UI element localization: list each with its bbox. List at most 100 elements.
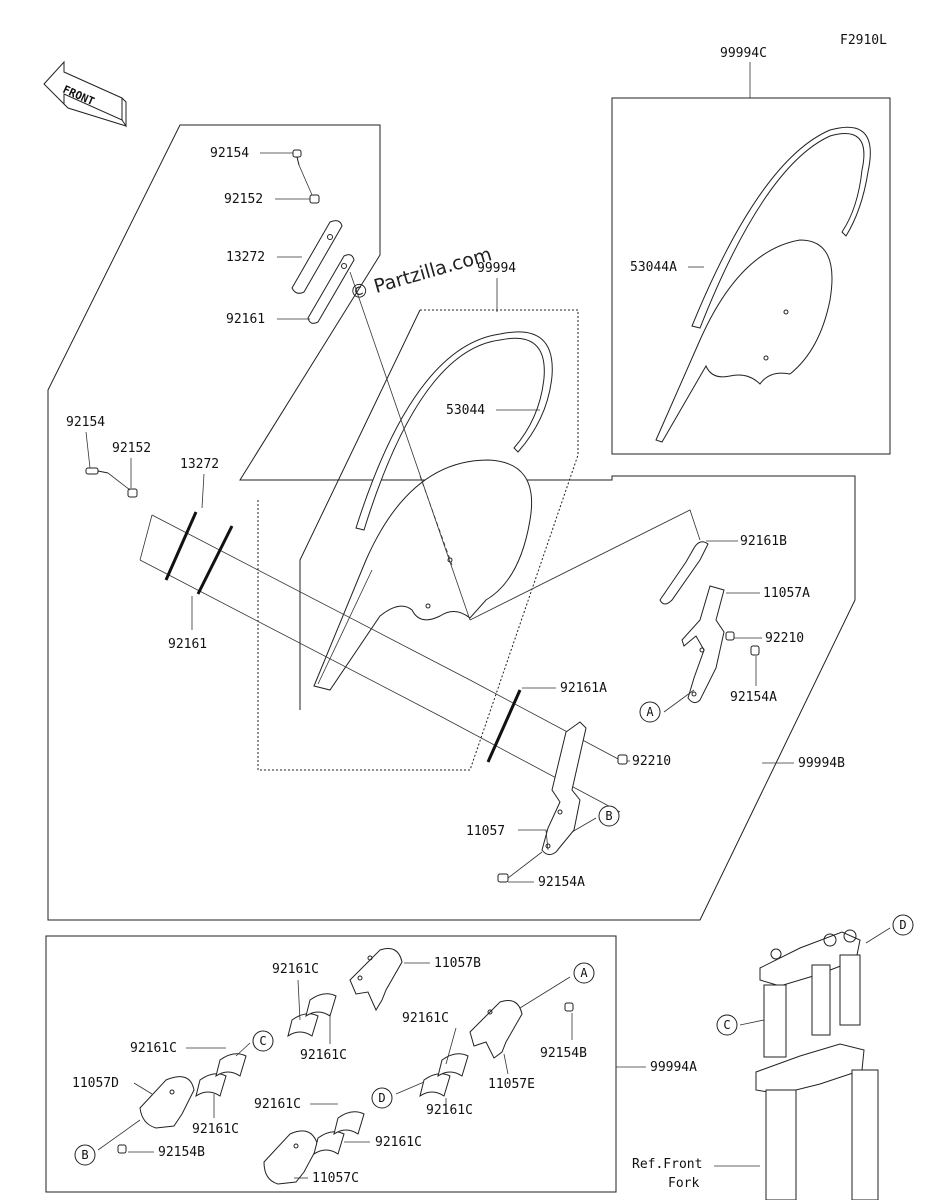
windshield-screen bbox=[313, 459, 533, 691]
front-arrow-icon: FRONT bbox=[43, 60, 127, 128]
part-callout: 92161C bbox=[426, 1103, 473, 1118]
bubble-circle bbox=[74, 1144, 96, 1166]
washer-92161-top bbox=[307, 254, 355, 324]
bubble-letter: D bbox=[378, 1091, 385, 1105]
bolt-92154-left bbox=[85, 467, 109, 475]
bubble-circle bbox=[598, 805, 620, 827]
part-callout: 53044A bbox=[630, 260, 677, 275]
bolts-92154b bbox=[117, 1002, 574, 1154]
part-callout: 92161C bbox=[402, 1011, 449, 1026]
part-callout: 53044 bbox=[446, 403, 485, 418]
svg-text:© Partzilla.com: © Partzilla.com bbox=[347, 243, 494, 305]
rubber-strips-92161c bbox=[195, 993, 469, 1156]
part-callout: 11057E bbox=[488, 1077, 535, 1092]
part-callout: 11057C bbox=[312, 1171, 359, 1186]
bubble-circle bbox=[639, 701, 661, 723]
part-callout: 92161A bbox=[560, 681, 607, 696]
ref-label-line2: Fork bbox=[668, 1176, 699, 1191]
part-callout: 13272 bbox=[226, 250, 265, 265]
bubble-letter: C bbox=[259, 1034, 266, 1048]
bolt-92154-top bbox=[292, 149, 302, 166]
part-callout: 13272 bbox=[180, 457, 219, 472]
kit-outline-99994c bbox=[611, 62, 891, 455]
part-callout: 92152 bbox=[224, 192, 263, 207]
clamp-cover-11057c bbox=[263, 1130, 319, 1185]
part-callout: 92154A bbox=[730, 690, 777, 705]
clamp-cover-11057b bbox=[349, 948, 403, 1012]
trim-53044a bbox=[691, 126, 871, 329]
washer-92161-left bbox=[196, 525, 234, 595]
bubble-circle bbox=[716, 1014, 738, 1036]
part-callout: 92154 bbox=[66, 415, 105, 430]
part-callout: 92210 bbox=[632, 754, 671, 769]
part-callout: 99994C bbox=[720, 46, 767, 61]
leader-lines bbox=[85, 152, 794, 1179]
bracket-11057a bbox=[681, 585, 725, 704]
bolt-92154a-lower bbox=[497, 873, 509, 883]
reference-bubble: D bbox=[371, 1087, 393, 1109]
part-callout: 92161B bbox=[740, 534, 787, 549]
nut-92210-lower bbox=[617, 754, 628, 765]
clamp-cover-11057d bbox=[139, 1076, 195, 1129]
bubble-letter: A bbox=[580, 966, 588, 980]
bracket-11057 bbox=[541, 721, 587, 856]
washer-92161a bbox=[486, 689, 522, 763]
reference-bubble: B bbox=[74, 1144, 96, 1166]
part-callout: 92161C bbox=[300, 1048, 347, 1063]
bubble-letter: A bbox=[646, 705, 654, 719]
part-callout: 99994A bbox=[650, 1060, 697, 1075]
part-callout: 92161C bbox=[375, 1135, 422, 1150]
bubble-letter: B bbox=[605, 809, 612, 823]
watermark: © Partzilla.com bbox=[347, 243, 494, 305]
bubble-circle bbox=[252, 1030, 274, 1052]
part-callout: 92161 bbox=[226, 312, 265, 327]
part-callout: 92154B bbox=[540, 1046, 587, 1061]
nut-92152-top bbox=[309, 194, 320, 204]
reference-bubble: D bbox=[892, 914, 914, 936]
part-callout: 99994 bbox=[477, 261, 516, 276]
bubble-letter: D bbox=[899, 918, 906, 932]
part-callout: 11057B bbox=[434, 956, 481, 971]
part-callout: 11057 bbox=[466, 824, 505, 839]
part-callout: 92161C bbox=[254, 1097, 301, 1112]
bubble-circle bbox=[573, 962, 595, 984]
rubber-13272-top bbox=[291, 220, 343, 294]
reference-bubbles: A B A C D B C D bbox=[74, 701, 914, 1166]
part-callout: 92154A bbox=[538, 875, 585, 890]
front-fork-reference bbox=[755, 929, 879, 1200]
bolt-92154a-upper bbox=[750, 645, 760, 656]
reference-bubble: A bbox=[573, 962, 595, 984]
part-callout: 92161C bbox=[272, 962, 319, 977]
ref-label-line1: Ref.Front bbox=[632, 1157, 702, 1172]
trim-53044 bbox=[355, 331, 553, 531]
rubber-13272-left bbox=[164, 511, 198, 581]
kit-outline-99994a bbox=[45, 935, 617, 1193]
clamp-cover-11057e bbox=[469, 1000, 523, 1059]
part-callout: 92161C bbox=[192, 1122, 239, 1137]
reference-bubble: B bbox=[598, 805, 620, 827]
part-callout: 92152 bbox=[112, 441, 151, 456]
kit-outline-99994 bbox=[257, 309, 579, 771]
callout-labels: 99994C9215492152132729216153044A99994530… bbox=[66, 46, 845, 1186]
reference-bubble: C bbox=[252, 1030, 274, 1052]
reference-bubble: A bbox=[639, 701, 661, 723]
part-callout: 11057D bbox=[72, 1076, 119, 1091]
bubble-letter: B bbox=[81, 1148, 88, 1162]
bubble-letter: C bbox=[723, 1018, 730, 1032]
part-callout: 11057A bbox=[763, 586, 810, 601]
bubble-circle bbox=[892, 914, 914, 936]
reference-bubble: C bbox=[716, 1014, 738, 1036]
windshield-screen-c bbox=[655, 239, 833, 443]
figure-id: F2910L bbox=[840, 33, 887, 48]
part-callout: 92161 bbox=[168, 637, 207, 652]
part-callout: 92161C bbox=[130, 1041, 177, 1056]
washer-92161b bbox=[659, 541, 709, 605]
nut-92210-upper bbox=[725, 631, 735, 641]
part-callout: 92154 bbox=[210, 146, 249, 161]
kit-outline-99994b bbox=[47, 124, 856, 921]
part-callout: 92210 bbox=[765, 631, 804, 646]
part-callout: 99994B bbox=[798, 756, 845, 771]
bubble-circle bbox=[371, 1087, 393, 1109]
part-callout: 92154B bbox=[158, 1145, 205, 1160]
